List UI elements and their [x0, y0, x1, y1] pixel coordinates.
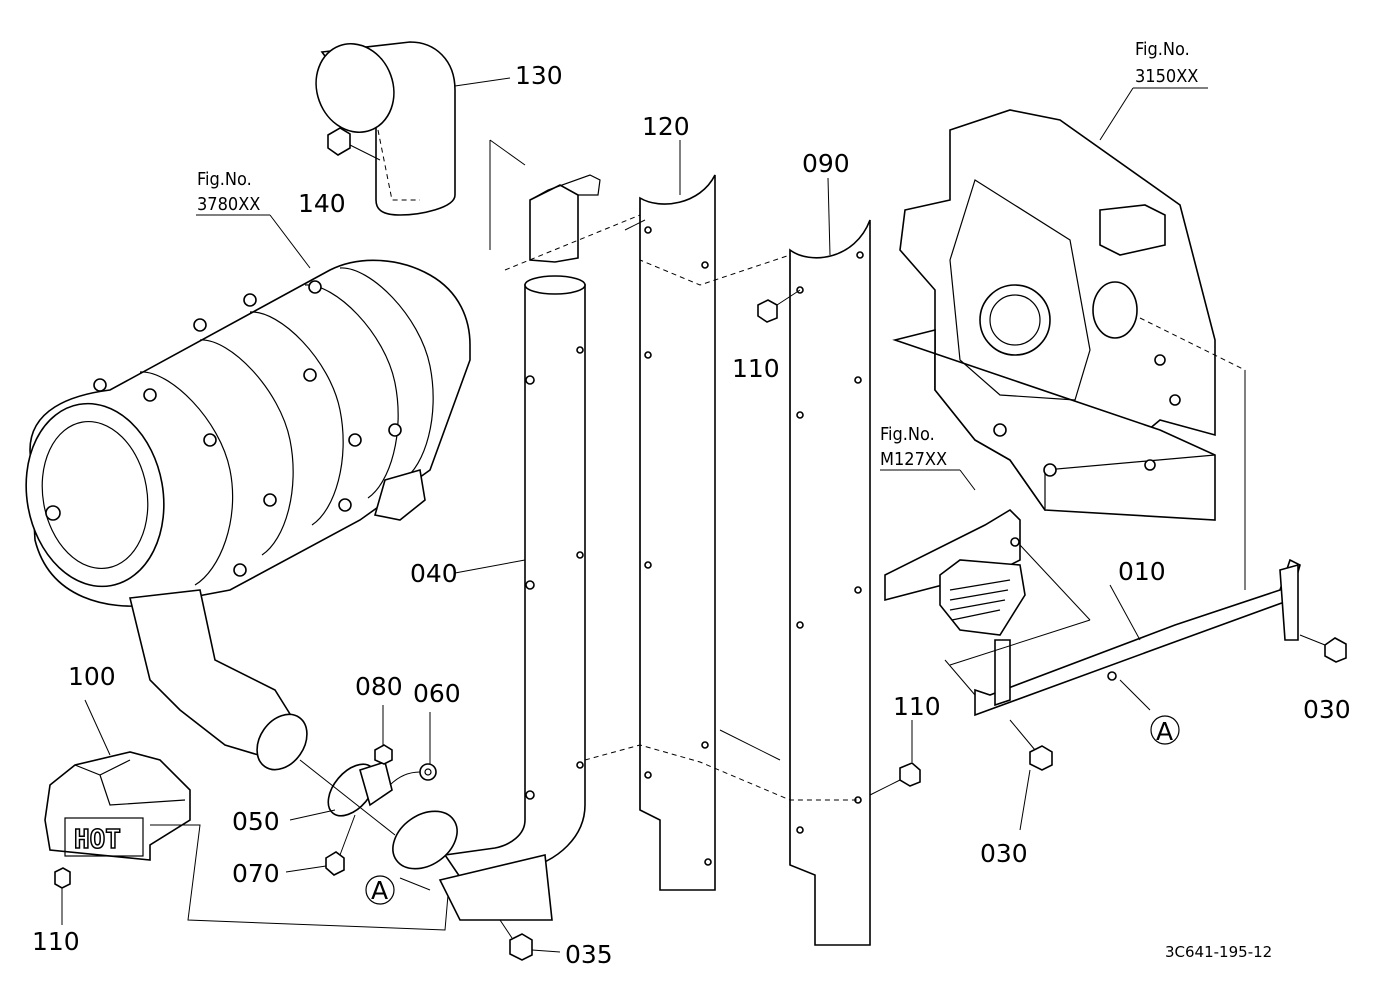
- label-010: 010: [1118, 557, 1166, 586]
- label-140: 140: [298, 189, 346, 218]
- fig-ref-3780xx-line2: 3780XX: [197, 194, 260, 215]
- label-080: 080: [355, 672, 403, 701]
- flywheel-housing: [892, 109, 1246, 590]
- ref-a-left-group: A: [365, 875, 431, 905]
- fig-ref-m127xx-line1: Fig.No.: [880, 424, 935, 445]
- label-100: 100: [68, 662, 116, 691]
- nut-080: 080: [355, 672, 403, 765]
- bolt-110-right: 110: [869, 692, 941, 796]
- nut-060: 060: [389, 679, 461, 786]
- heat-shield-090: 090: [789, 149, 871, 946]
- label-040: 040: [410, 559, 458, 588]
- muffler-assembly: [25, 259, 471, 771]
- label-110-right: 110: [893, 692, 941, 721]
- hot-warning-label: HOT: [74, 825, 121, 855]
- stay-010: 010 A: [944, 557, 1301, 746]
- label-070: 070: [232, 859, 280, 888]
- drawing-code: 3C641-195-12: [1165, 943, 1272, 961]
- ref-a-right: A: [1156, 717, 1173, 746]
- label-110-lower: 110: [32, 927, 80, 956]
- label-110-upper: 110: [732, 354, 780, 383]
- fig-ref-3150xx: Fig.No. 3150XX: [1099, 39, 1208, 141]
- bolt-030-right: 030: [1299, 634, 1351, 724]
- label-050: 050: [232, 807, 280, 836]
- assembly-lines: [504, 214, 860, 801]
- bolt-070: 070: [232, 814, 356, 888]
- exhaust-pipe-040: 040: [392, 139, 601, 921]
- fig-ref-3150xx-line2: 3150XX: [1135, 66, 1198, 87]
- label-060: 060: [413, 679, 461, 708]
- clamp-050: 050: [232, 759, 396, 836]
- label-130: 130: [515, 61, 563, 90]
- label-030-right: 030: [1303, 695, 1351, 724]
- bolt-030-lower: 030: [980, 719, 1053, 868]
- fig-ref-3150xx-line1: Fig.No.: [1135, 39, 1190, 60]
- label-030-lower: 030: [980, 839, 1028, 868]
- ref-a-left: A: [371, 876, 388, 905]
- bolt-110-upper: 110: [732, 289, 801, 383]
- bolt-035: 035: [499, 919, 613, 969]
- heat-shield-120: 120: [639, 112, 716, 891]
- fig-ref-3780xx-line1: Fig.No.: [197, 169, 252, 190]
- label-035: 035: [565, 940, 613, 969]
- fig-ref-3780xx: Fig.No. 3780XX: [196, 169, 311, 269]
- label-120: 120: [642, 112, 690, 141]
- bracket-m127xx: Fig.No. M127XX: [880, 424, 1091, 636]
- hot-cover-100: HOT 100: [44, 662, 449, 931]
- fig-ref-m127xx-line2: M127XX: [880, 449, 947, 470]
- label-090: 090: [802, 149, 850, 178]
- bolt-140: 140: [298, 127, 381, 218]
- rain-cap-130: 130: [315, 41, 563, 216]
- bolt-110-lower: 110: [32, 867, 80, 956]
